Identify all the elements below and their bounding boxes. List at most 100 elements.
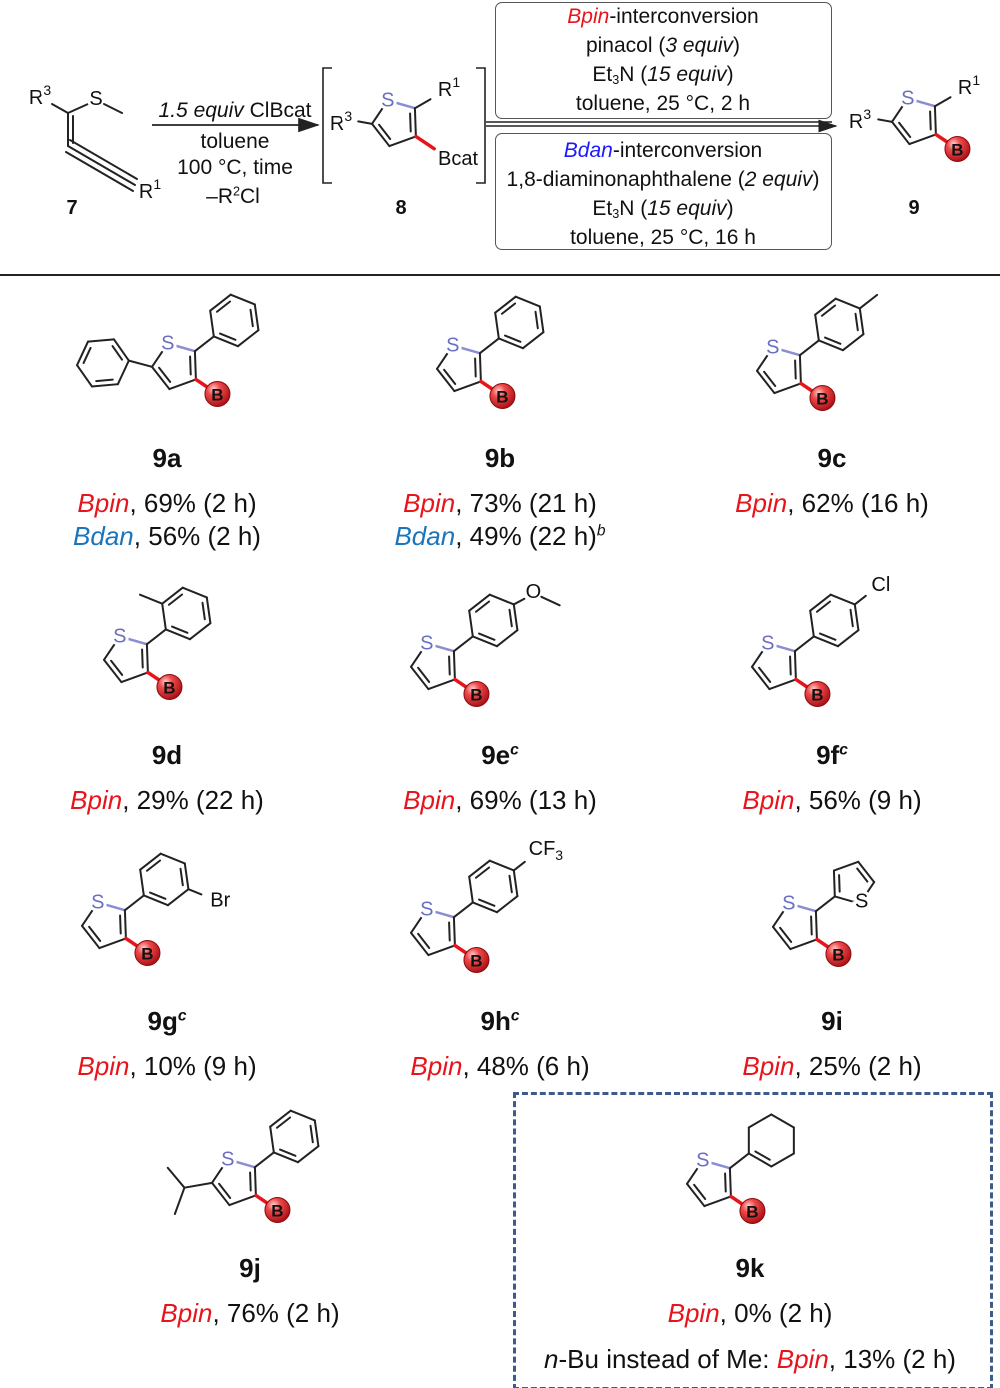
- sulfur-atom: S: [161, 332, 174, 354]
- bond: [123, 909, 127, 940]
- left-bracket: [322, 67, 332, 184]
- double-bond: [179, 867, 184, 887]
- bond: [686, 1182, 706, 1208]
- reagent-equiv: 1.5 equiv: [158, 99, 244, 122]
- benzene-ring-bond: [188, 622, 212, 641]
- thiophene-bond: [425, 908, 456, 919]
- sulfur-atom: S: [782, 892, 795, 914]
- compound-label-9c: 9c: [818, 445, 847, 471]
- bond: [413, 107, 417, 138]
- bond: [357, 120, 374, 125]
- yield-9g-bpin: Bpin, 10% (9 h): [77, 1053, 256, 1079]
- footnote-marker: c: [510, 741, 519, 759]
- benzene-ring-bond: [161, 602, 167, 631]
- bond: [877, 118, 894, 123]
- bond: [891, 120, 911, 146]
- bond: [253, 1151, 275, 1169]
- sulfur-atom: S: [761, 632, 774, 654]
- footnote-marker: c: [177, 1007, 187, 1025]
- boron-atom: B: [163, 678, 175, 697]
- double-bond: [474, 357, 477, 378]
- methyl-bond: [166, 1166, 186, 1189]
- thiophene-bond: [118, 635, 149, 646]
- compound-label-9g: 9gc: [147, 1008, 186, 1034]
- yield-value: , 25% (2 h): [794, 1051, 922, 1081]
- double-bond: [171, 625, 189, 634]
- double-bond: [309, 1124, 314, 1144]
- yield-9a-bdan: Bdan, 56% (2 h): [73, 523, 261, 549]
- double-bond: [763, 370, 777, 387]
- benzene-ring-bond: [166, 888, 190, 907]
- thiophene-bond: [787, 902, 818, 913]
- boron-atom: B: [470, 951, 482, 970]
- bond: [798, 354, 802, 385]
- benzene-ring-bond: [313, 1119, 320, 1148]
- bond: [211, 1181, 231, 1207]
- compound-id: 9f: [816, 740, 840, 770]
- yield-9h-bpin: Bpin, 48% (6 h): [410, 1053, 589, 1079]
- reagent-label: Bdan: [394, 521, 456, 551]
- bond: [478, 337, 500, 355]
- bond: [891, 97, 909, 123]
- r1-label: R1: [958, 72, 980, 99]
- benzene-ring-bond: [159, 852, 186, 865]
- benzene-ring-bond: [812, 635, 839, 648]
- compound-id: 9k: [735, 1253, 765, 1283]
- bond: [933, 96, 952, 108]
- benzene-ring-bond: [181, 586, 208, 599]
- yield-9e-bpin: Bpin, 69% (13 h): [403, 787, 597, 813]
- double-bond: [88, 925, 102, 942]
- compound-id: 9e: [481, 740, 511, 770]
- r3-label: R3: [29, 82, 51, 109]
- step1-reagent: 1.5 equiv ClBcat: [159, 100, 312, 121]
- boron-sphere-icon: [809, 384, 836, 411]
- t: Et: [592, 197, 613, 220]
- boron-sphere-icon: [264, 1196, 291, 1223]
- double-bond: [215, 300, 232, 313]
- bdan-box-conditions: toluene, 25 °C, 16 h: [570, 226, 756, 249]
- thienyl-bond: [832, 860, 860, 872]
- benzene-ring-bond: [809, 593, 832, 612]
- double-bond: [849, 608, 854, 628]
- boron-sphere-icon: [739, 1197, 766, 1224]
- sulfur-atom: S: [420, 898, 433, 920]
- double-bond: [508, 874, 513, 894]
- benzene-ring-bond: [814, 297, 837, 316]
- sulfur-atom: S: [91, 891, 104, 913]
- bond: [512, 860, 526, 872]
- double-bond: [110, 659, 124, 676]
- t: 15 equiv: [647, 197, 727, 220]
- methyl-bond: [173, 1186, 186, 1216]
- compound-label-9b: 9b: [485, 445, 515, 471]
- compound-label-8: 8: [395, 197, 407, 219]
- double-bond: [448, 655, 451, 676]
- benzene-ring-bond: [183, 862, 190, 891]
- r1-label: R1: [438, 74, 460, 101]
- benzene-ring-bond: [471, 635, 498, 648]
- methyl-bond: [858, 293, 879, 310]
- double-bond: [856, 867, 869, 883]
- byproduct-sup: 2: [233, 184, 241, 199]
- benzene-ring-bond: [116, 359, 130, 386]
- step1-solvent: toluene: [200, 130, 270, 153]
- thiophene-bond: [701, 1159, 732, 1170]
- yield-value: , 56% (9 h): [794, 785, 922, 815]
- yield-value: , 49% (22 h): [455, 521, 597, 551]
- benzene-ring-bond: [512, 603, 519, 632]
- compound-label-9f: 9fc: [816, 742, 848, 768]
- sulfur-atom: S: [113, 625, 126, 647]
- boron-bond: [934, 132, 950, 144]
- bond: [120, 671, 149, 684]
- compound-id: 9d: [151, 740, 183, 770]
- reagent-label: Bpin: [403, 488, 456, 518]
- benzene-ring-bond: [164, 628, 191, 641]
- sulfur-atom: S: [766, 336, 779, 358]
- boron-sphere-icon: [204, 380, 231, 407]
- thiophene-bond: [771, 346, 802, 357]
- boron-sphere-icon: [463, 680, 490, 707]
- compound-label-9a: 9a: [153, 445, 182, 471]
- double-bond: [82, 346, 92, 365]
- thienyl-bond: [833, 895, 861, 905]
- bpin-box-reagent: pinacol (3 equiv): [586, 35, 740, 56]
- boron-bond: [124, 936, 140, 948]
